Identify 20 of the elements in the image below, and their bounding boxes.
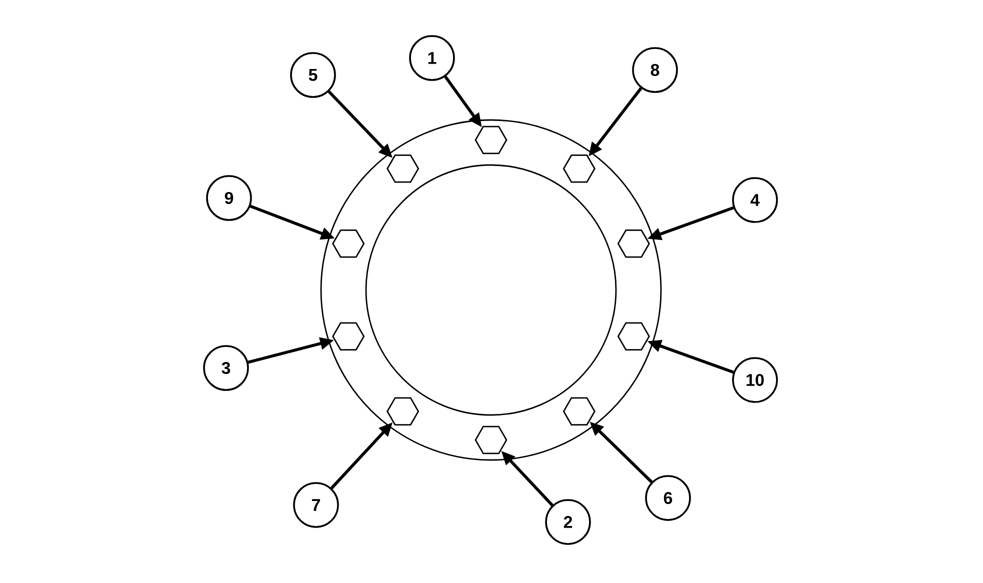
callout-number: 1 (409, 35, 455, 81)
callout-number: 3 (203, 345, 249, 391)
bolt-head (617, 322, 650, 350)
callout-number: 9 (206, 175, 252, 221)
bolt-head (474, 426, 508, 454)
callout-number: 5 (290, 52, 336, 98)
callout-number: 8 (632, 47, 678, 93)
bolt-head (386, 154, 420, 183)
bolt-head (562, 154, 596, 183)
bolt-head (562, 397, 596, 426)
callout-number: 6 (645, 475, 691, 521)
bolt-head (386, 397, 420, 426)
bolt-head (332, 230, 365, 258)
bolt-head (474, 126, 508, 154)
callout-number: 10 (732, 357, 778, 403)
bolt-head (617, 230, 650, 258)
callout-number: 2 (545, 499, 591, 545)
callout-number: 4 (732, 177, 778, 223)
callout-number: 7 (293, 482, 339, 528)
bolt-head (332, 322, 365, 350)
